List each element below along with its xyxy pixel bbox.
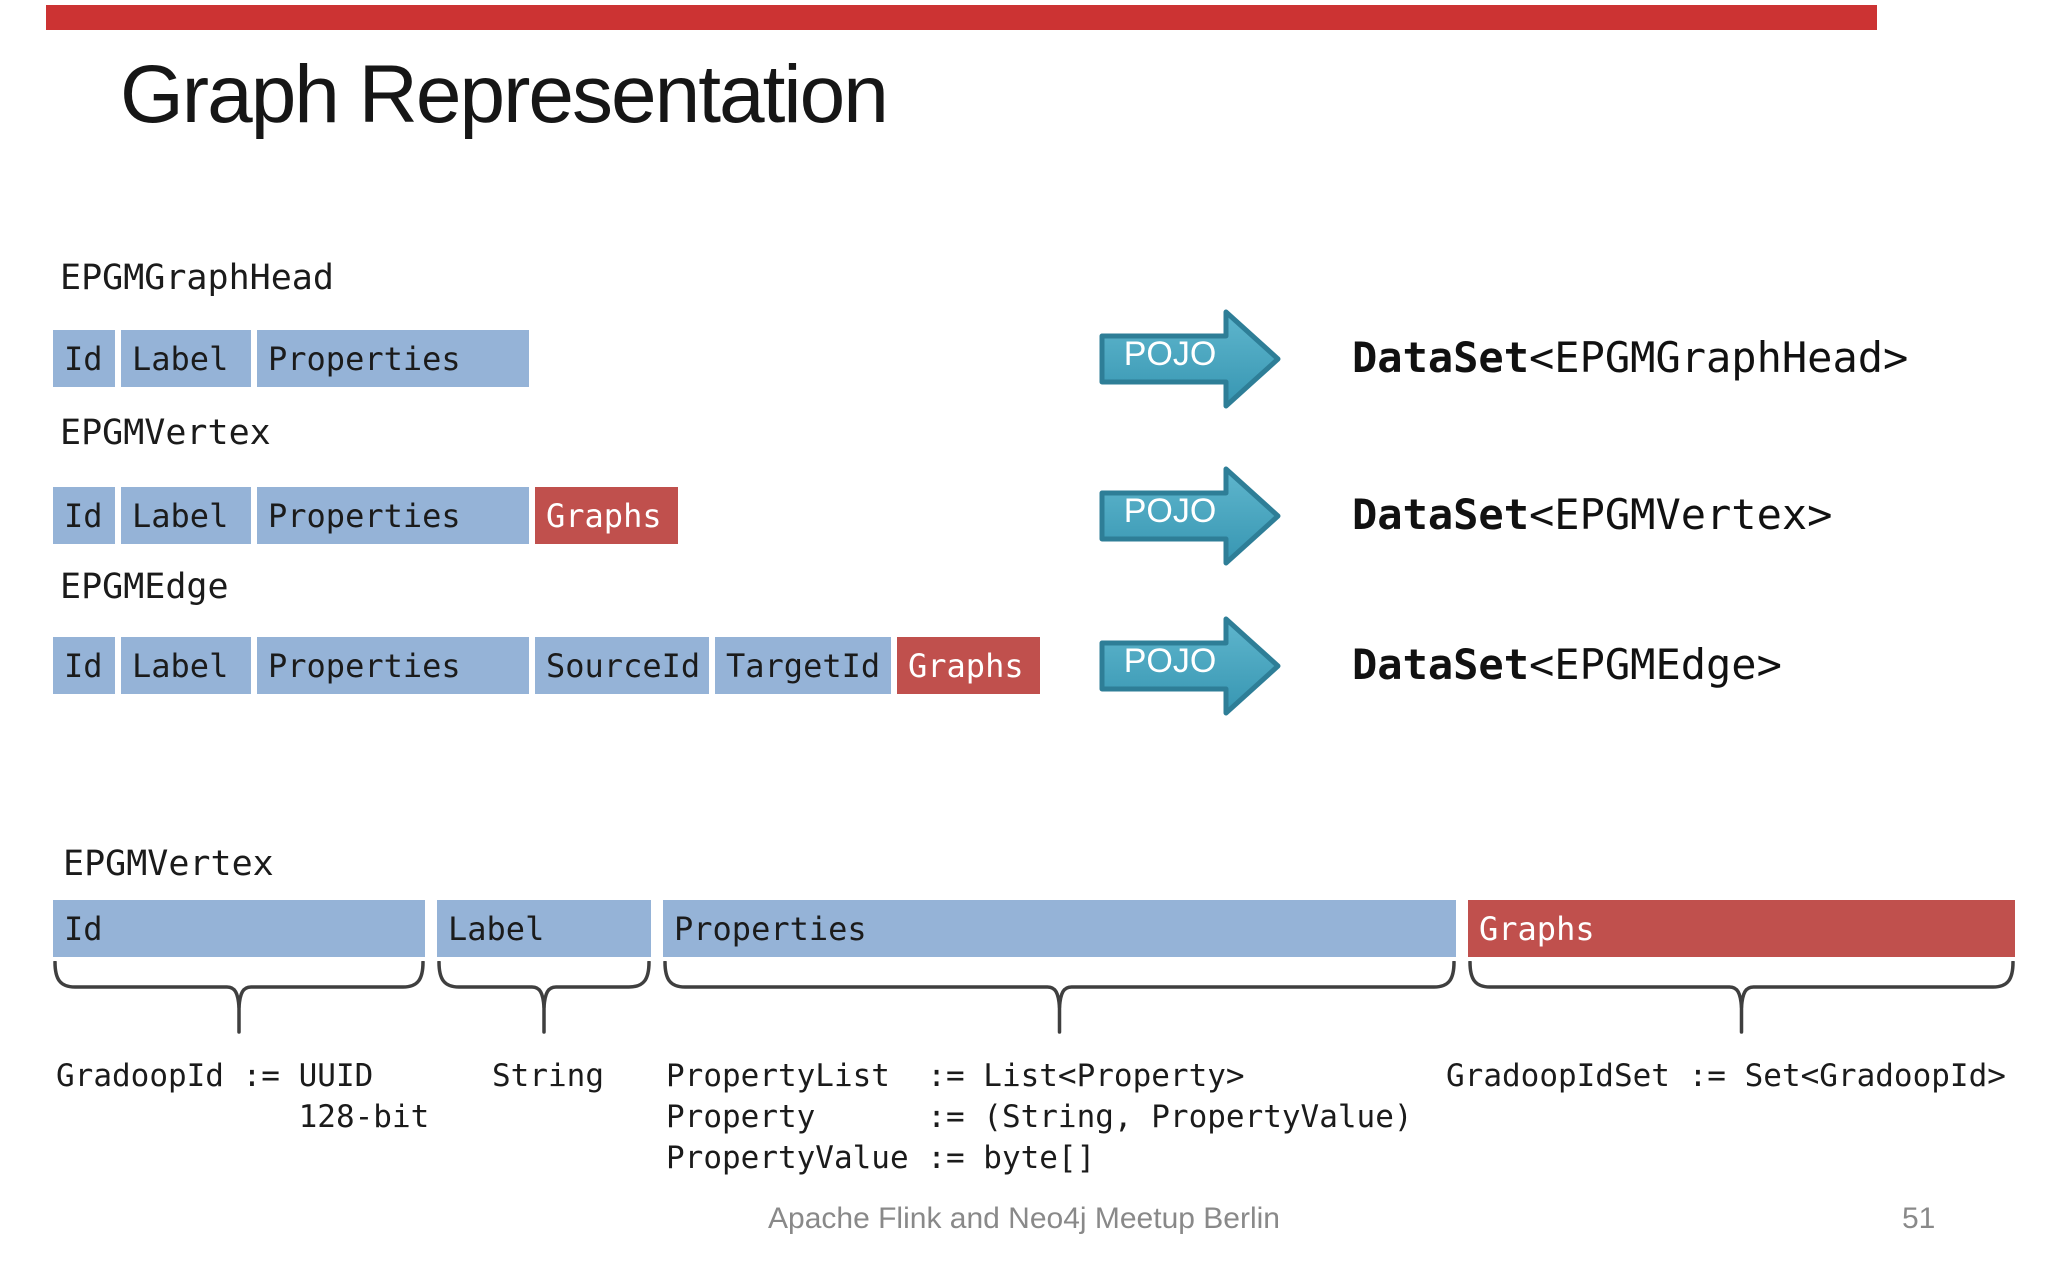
pojo-arrow-label: POJO	[1123, 491, 1217, 530]
field-label: Properties	[268, 646, 461, 685]
dataset-text: DataSet<EPGMVertex>	[1352, 490, 1832, 539]
pojo-arrow-icon	[1099, 309, 1281, 408]
top-accent-bar	[46, 5, 1877, 30]
brace-icon	[53, 961, 425, 1034]
field-cell-targetid: TargetId	[715, 637, 891, 694]
field-cell-properties: Properties	[257, 637, 529, 694]
dataset-keyword: DataSet	[1352, 332, 1530, 382]
footer-text: Apache Flink and Neo4j Meetup Berlin	[768, 1202, 1280, 1235]
brace-icon	[437, 961, 651, 1034]
field-cell-sourceid: SourceId	[535, 637, 709, 694]
field-label: Label	[448, 909, 545, 948]
schema-name: EPGMGraphHead	[60, 258, 334, 298]
field-label: Label	[132, 496, 229, 535]
dataset-keyword: DataSet	[1352, 489, 1530, 539]
field-cell-id: Id	[53, 900, 425, 957]
field-label: Label	[132, 339, 229, 378]
schema-name: EPGMVertex	[60, 413, 271, 453]
field-cell-graphs: Graphs	[897, 637, 1040, 694]
field-cell-id: Id	[53, 637, 115, 694]
field-label: Id	[64, 909, 103, 948]
dataset-keyword: DataSet	[1352, 639, 1530, 689]
field-cell-properties: Properties	[257, 487, 529, 544]
brace-icon	[663, 961, 1456, 1034]
schema-name: EPGMEdge	[60, 567, 229, 607]
detail-schema-name: EPGMVertex	[63, 844, 274, 884]
typedef-id: GradoopId := UUID 128-bit	[56, 1058, 430, 1135]
field-label: TargetId	[726, 646, 881, 685]
pojo-arrow-icon	[1099, 466, 1281, 565]
field-cell-label: Label	[437, 900, 651, 957]
field-label: Properties	[268, 496, 461, 535]
pojo-arrow-label: POJO	[1123, 641, 1217, 680]
field-label: Label	[132, 646, 229, 685]
page-title: Graph Representation	[120, 49, 889, 140]
typedef-label: String	[492, 1058, 604, 1094]
field-cell-properties: Properties	[663, 900, 1456, 957]
field-label: Graphs	[908, 646, 1024, 685]
dataset-type: <EPGMVertex>	[1529, 489, 1833, 539]
field-label: Id	[64, 496, 103, 535]
field-label: Properties	[268, 339, 461, 378]
field-cell-id: Id	[53, 330, 115, 387]
field-cell-label: Label	[121, 637, 251, 694]
typedef-properties: PropertyList := List<Property> Property …	[666, 1058, 1413, 1176]
field-cell-graphs: Graphs	[535, 487, 678, 544]
field-label: Id	[64, 339, 103, 378]
field-label: SourceId	[546, 646, 701, 685]
field-cell-properties: Properties	[257, 330, 529, 387]
field-label: Graphs	[546, 496, 662, 535]
field-label: Properties	[674, 909, 867, 948]
field-cell-label: Label	[121, 330, 251, 387]
dataset-text: DataSet<EPGMEdge>	[1352, 640, 1782, 689]
dataset-type: <EPGMGraphHead>	[1529, 332, 1909, 382]
pojo-arrow-label: POJO	[1123, 334, 1217, 373]
field-cell-id: Id	[53, 487, 115, 544]
typedef-graphs: GradoopIdSet := Set<GradoopId>	[1446, 1058, 2006, 1094]
brace-icon	[1468, 961, 2015, 1034]
dataset-type: <EPGMEdge>	[1529, 639, 1782, 689]
pojo-arrow-icon	[1099, 616, 1281, 715]
dataset-text: DataSet<EPGMGraphHead>	[1352, 333, 1908, 382]
field-label: Graphs	[1479, 909, 1595, 948]
page-number: 51	[1902, 1202, 1936, 1235]
field-cell-label: Label	[121, 487, 251, 544]
field-cell-graphs: Graphs	[1468, 900, 2015, 957]
field-label: Id	[64, 646, 103, 685]
